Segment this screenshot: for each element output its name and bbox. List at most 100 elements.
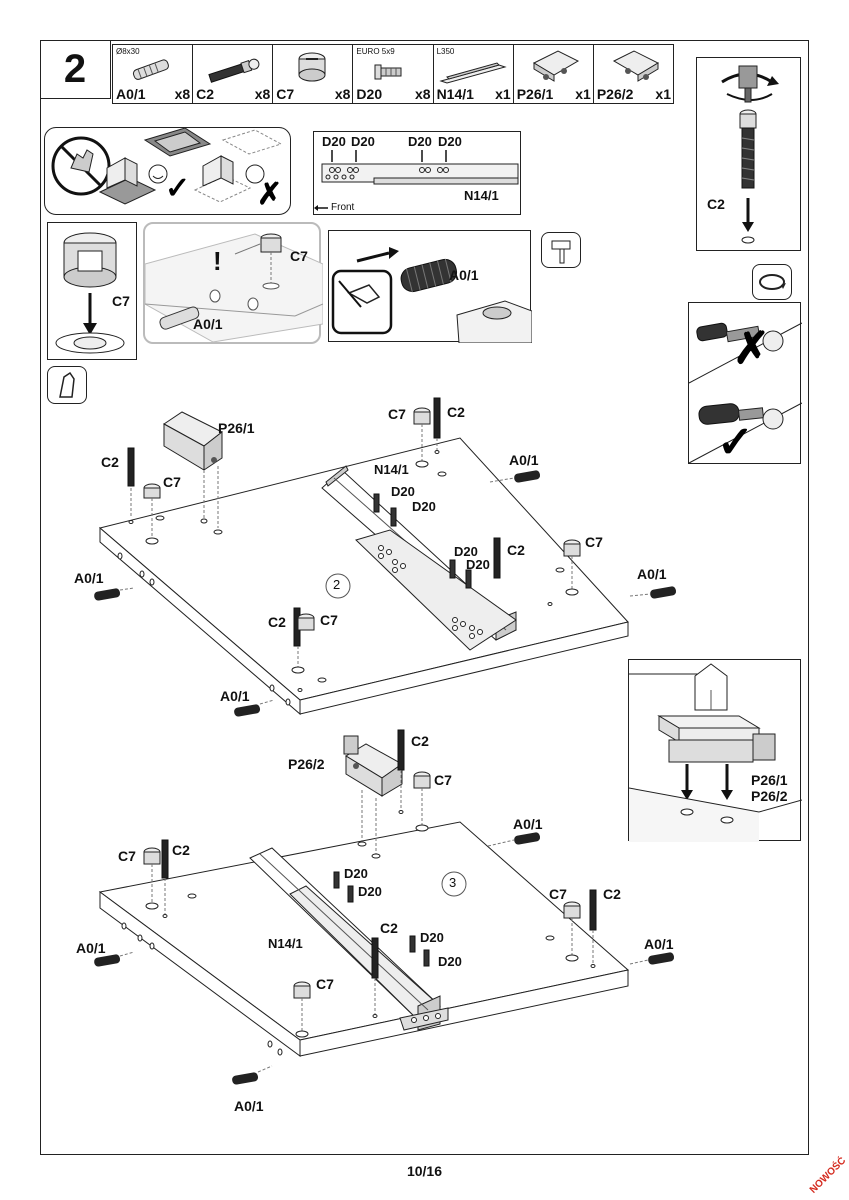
part-code: A0/1 <box>116 86 146 102</box>
euro-screw-icon <box>374 64 402 80</box>
c7-label: C7 <box>549 886 567 902</box>
part-spec: EURO 5x9 <box>356 47 395 56</box>
c2-label: C2 <box>268 614 286 630</box>
dowel-icon <box>132 59 169 80</box>
dowel-detail: A0/1 <box>328 230 533 344</box>
dowel-insertion-illustration <box>331 247 533 344</box>
smiley-icon <box>148 164 168 184</box>
part-qty: x8 <box>254 86 271 102</box>
dowel-orientation-illustration: ✗ ✓ <box>688 322 803 467</box>
connector-hammer-illustration <box>628 663 803 842</box>
work-surface-illustration: ✓ ✗ <box>51 127 283 211</box>
part-spec: Ø8x30 <box>116 47 140 56</box>
part-qty: x1 <box>495 86 511 102</box>
d20-label: D20 <box>408 134 432 149</box>
cam-hole-illustration <box>144 233 324 343</box>
page-frame <box>40 40 809 1155</box>
runner-detail: D20 D20 D20 D20 N14/1 Front <box>313 131 521 215</box>
p26-1-label: P26/1 <box>751 772 788 788</box>
cross-mark-icon: ✗ <box>257 178 282 211</box>
c2-label: C2 <box>380 920 398 936</box>
part-qty: x1 <box>575 86 591 102</box>
c7-label: C7 <box>316 976 334 992</box>
cam-bolt-icon <box>208 58 260 83</box>
part-code: C2 <box>196 86 215 102</box>
screwdriver-panel: C2 <box>696 57 801 251</box>
p26-2-label: P26/2 <box>288 756 325 772</box>
d20-label: D20 <box>344 866 368 881</box>
corner-connector-icon <box>532 50 579 82</box>
c2-label: C2 <box>603 886 621 902</box>
c2-label: C2 <box>101 454 119 470</box>
a01-label: A0/1 <box>234 1098 264 1114</box>
drawer-runner-icon <box>438 62 507 84</box>
a01-label: A0/1 <box>449 267 479 283</box>
a01-label: A0/1 <box>220 688 250 704</box>
panel-3-circle-number: 3 <box>449 875 457 890</box>
d20-label: D20 <box>420 930 444 945</box>
rotate-tile-icon <box>752 264 792 300</box>
d20-label: D20 <box>351 134 375 149</box>
panel-2-circle-number: 2 <box>333 577 341 592</box>
c2-label: C2 <box>507 542 525 558</box>
c7-label: C7 <box>434 772 452 788</box>
n14-label: N14/1 <box>374 462 409 477</box>
a01-label: A0/1 <box>76 940 106 956</box>
d20-label: D20 <box>438 134 462 149</box>
a01-label: A0/1 <box>74 570 104 586</box>
sad-face-icon <box>245 164 265 184</box>
part-d20: EURO 5x9 D20 x8 <box>353 45 434 103</box>
c7-label: C7 <box>290 248 308 264</box>
part-c2: C2 x8 <box>193 45 274 103</box>
parts-list: Ø8x30 A0/1 x8 C2 x8 C7 x8 EURO 5x9 D20 x… <box>112 44 674 104</box>
c7-label: C7 <box>118 848 136 864</box>
warning-mark: ! <box>213 246 222 276</box>
c2-label: C2 <box>172 842 190 858</box>
a01-label: A0/1 <box>644 936 674 952</box>
part-qty: x1 <box>655 86 671 102</box>
c2-label: C2 <box>707 196 725 212</box>
d20-label: D20 <box>358 884 382 899</box>
part-code: N14/1 <box>436 86 474 102</box>
a01-label: A0/1 <box>637 566 667 582</box>
cam-lock-icon <box>298 52 326 82</box>
hand-tile-icon <box>47 366 87 404</box>
part-qty: x8 <box>174 86 191 102</box>
d20-label: D20 <box>466 557 490 572</box>
n14-label: N14/1 <box>268 936 303 951</box>
p26-2-label: P26/2 <box>751 788 788 804</box>
d20-label: D20 <box>322 134 346 149</box>
work-surface-advice: ✓ ✗ <box>44 127 291 215</box>
part-code: D20 <box>356 86 383 102</box>
corner-connector-icon <box>612 50 659 82</box>
front-label: Front <box>331 202 355 213</box>
part-qty: x8 <box>414 86 431 102</box>
check-mark-icon: ✓ <box>717 418 754 465</box>
part-qty: x8 <box>334 86 351 102</box>
a01-label: A0/1 <box>193 316 223 332</box>
part-p26-2: P26/2 x1 <box>594 45 673 103</box>
part-a01: Ø8x30 A0/1 x8 <box>113 45 194 103</box>
p26-1-label: P26/1 <box>218 420 255 436</box>
runner-diagram <box>314 150 519 211</box>
cam-hole-detail: ! C7 A0/1 <box>143 222 324 344</box>
cam-insertion-illustration <box>55 232 125 354</box>
c7-label: C7 <box>112 293 130 309</box>
c7-label: C7 <box>320 612 338 628</box>
hammer-tile-icon <box>541 232 581 268</box>
c2-label: C2 <box>447 404 465 420</box>
cam-detail: C7 <box>47 222 137 360</box>
part-code: P26/2 <box>596 86 634 102</box>
part-p26-1: P26/1 x1 <box>514 45 594 103</box>
c7-label: C7 <box>585 534 603 550</box>
dowel-orientation-detail: ✗ ✓ <box>688 302 803 467</box>
d20-label: D20 <box>391 484 415 499</box>
c7-label: C7 <box>388 406 406 422</box>
a01-label: A0/1 <box>509 452 539 468</box>
screwdriver-illustration <box>721 65 779 244</box>
part-code: C7 <box>276 86 295 102</box>
c2-label: C2 <box>411 733 429 749</box>
a01-label: A0/1 <box>513 816 543 832</box>
